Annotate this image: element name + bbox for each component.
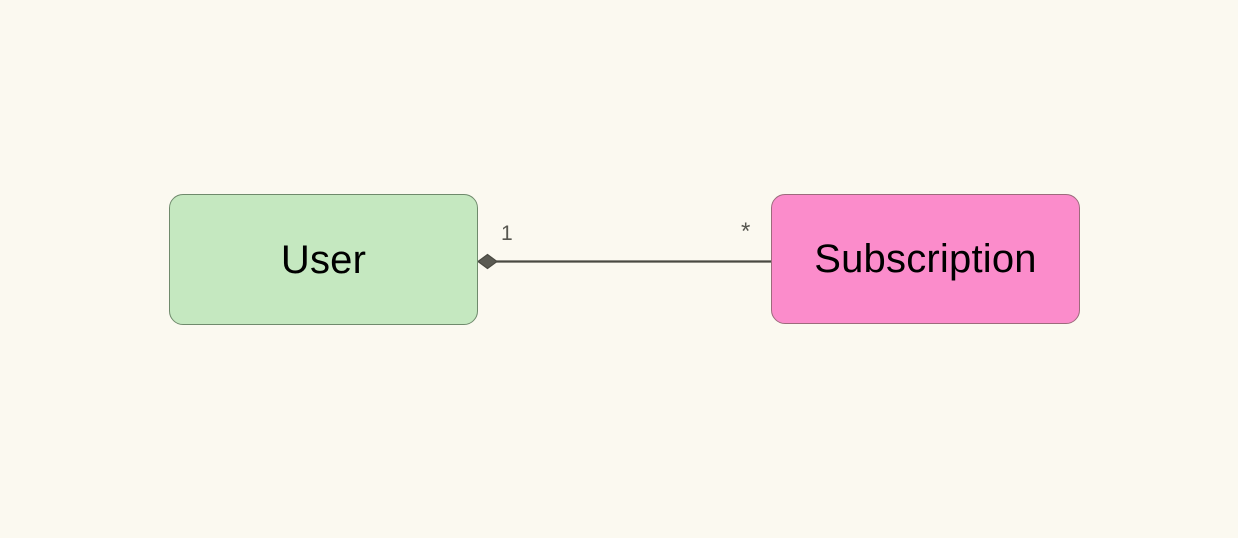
class-node-user[interactable]: User	[169, 194, 478, 325]
class-node-subscription[interactable]: Subscription	[771, 194, 1080, 324]
multiplicity-label-target: *	[741, 218, 751, 245]
class-node-subscription-label: Subscription	[814, 237, 1037, 281]
multiplicity-label-source: 1	[501, 222, 513, 245]
class-node-user-label: User	[280, 237, 367, 282]
composition-diamond-icon	[476, 253, 499, 270]
